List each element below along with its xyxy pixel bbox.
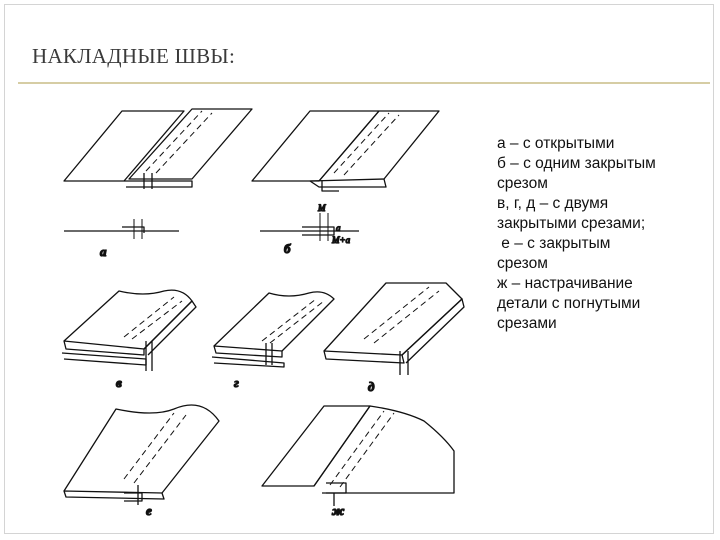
slide-frame: [4, 4, 714, 534]
diagram-zh: [261, 405, 455, 506]
diagram-g: [211, 291, 335, 368]
dim-m: М: [317, 203, 326, 213]
label-b: б: [284, 241, 291, 256]
legend-line: срезом: [497, 255, 548, 272]
seam-diagrams-figure: а М а М+а б в: [34, 101, 472, 516]
legend-line: детали с погнутыми: [497, 295, 641, 312]
dim-m-plus-a: М+а: [331, 235, 351, 245]
legend-line: срезами: [497, 315, 557, 332]
legend-line: е – с закрытым: [497, 235, 611, 252]
legend-text: а – с открытыми б – с одним закрытым сре…: [497, 134, 707, 334]
legend-line: б – с одним закрытым: [497, 155, 656, 172]
legend-line: а – с открытыми: [497, 135, 615, 152]
seam-diagrams-svg: а М а М+а б в: [61, 108, 465, 516]
dim-a: а: [336, 223, 341, 233]
legend-line: ж – настрачивание: [497, 275, 633, 292]
title-divider: [18, 82, 710, 84]
diagram-a: [63, 108, 253, 239]
diagram-d: [323, 282, 465, 375]
label-g: г: [234, 375, 239, 390]
label-a: а: [100, 244, 107, 259]
legend-line: срезом: [497, 175, 548, 192]
label-v: в: [116, 375, 122, 390]
slide-title: НАКЛАДНЫЕ ШВЫ:: [32, 44, 236, 68]
diagram-v: [61, 289, 197, 371]
label-e: е: [146, 503, 152, 516]
legend-line: закрытыми срезами;: [497, 215, 646, 232]
diagram-e: [63, 404, 220, 505]
diagram-b: [251, 110, 440, 241]
label-d: д: [368, 379, 375, 394]
legend-line: в, г, д – с двумя: [497, 195, 609, 212]
label-zh: ж: [332, 503, 345, 516]
